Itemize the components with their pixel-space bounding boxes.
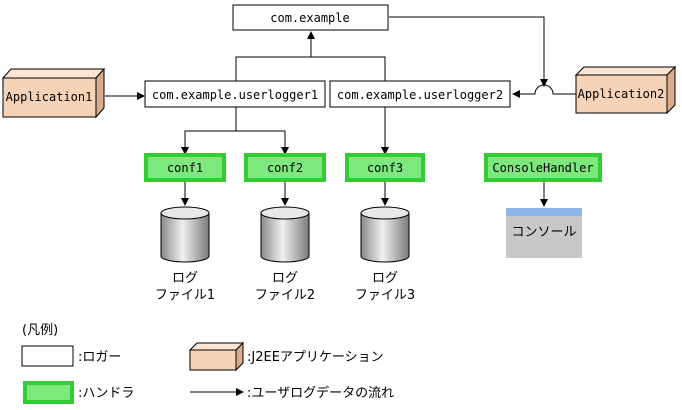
application2-label: Application2: [578, 87, 665, 101]
application1-box: Application1: [1, 67, 106, 119]
arrow-app2-to-logger2: [512, 84, 578, 98]
logger1-box: com.example.userlogger1: [144, 80, 326, 108]
log-file-2-label-line2: ファイル2: [255, 288, 315, 303]
log-file-3-cylinder: [360, 206, 410, 263]
logger2-label: com.example.userlogger2: [337, 88, 503, 102]
application2-box: Application2: [574, 65, 677, 115]
root-logger-label: com.example: [270, 11, 349, 25]
console-handler-label: ConsoleHandler: [492, 161, 593, 175]
handler-conf2: conf2: [244, 153, 326, 182]
logger1-label: com.example.userlogger1: [152, 88, 318, 102]
console-output: コンソール: [506, 208, 582, 258]
conf1-label: conf1: [167, 161, 203, 175]
legend-title: (凡例): [22, 323, 58, 338]
legend-handler-swatch: [23, 381, 74, 404]
legend-app-label: :J2EEアプリケーション: [247, 350, 384, 365]
conf2-label: conf2: [267, 161, 303, 175]
log-file-2-label-line1: ログ: [272, 271, 298, 286]
flow-arrows: [105, 16, 578, 207]
legend-app-swatch: [188, 341, 245, 372]
logger2-box: com.example.userlogger2: [329, 80, 511, 108]
conf3-label: conf3: [367, 161, 403, 175]
arrow-root-to-console-handler: [389, 16, 548, 87]
legend-logger-label: :ロガー: [78, 350, 121, 365]
log-file-2-cylinder: [260, 206, 310, 263]
arrow-loggers-to-root: [235, 56, 386, 81]
log-file-1-label-line2: ファイル1: [155, 288, 215, 303]
application1-label: Application1: [6, 90, 93, 104]
legend-handler-label: :ハンドラ: [78, 386, 134, 401]
root-logger-box: com.example: [232, 4, 389, 31]
log-file-3-label-line2: ファイル3: [355, 288, 415, 303]
handler-conf1: conf1: [144, 153, 226, 182]
log-file-1-cylinder: [160, 206, 210, 263]
handler-conf3: conf3: [345, 153, 425, 182]
legend-logger-swatch: [21, 345, 74, 367]
legend-flow-label: :ユーザログデータの流れ: [247, 385, 394, 401]
console-label: コンソール: [511, 225, 576, 240]
log-file-3-label-line1: ログ: [372, 271, 398, 286]
arrow-logger1-to-conf2: [236, 130, 289, 155]
handler-console: ConsoleHandler: [484, 153, 602, 182]
legend: (凡例) :ロガー :J2EEアプリケーション :ハンドラ :ユーザログデータの…: [21, 323, 394, 404]
log-file-1-label-line1: ログ: [172, 271, 198, 286]
arrow-logger1-to-conf1: [181, 130, 236, 155]
